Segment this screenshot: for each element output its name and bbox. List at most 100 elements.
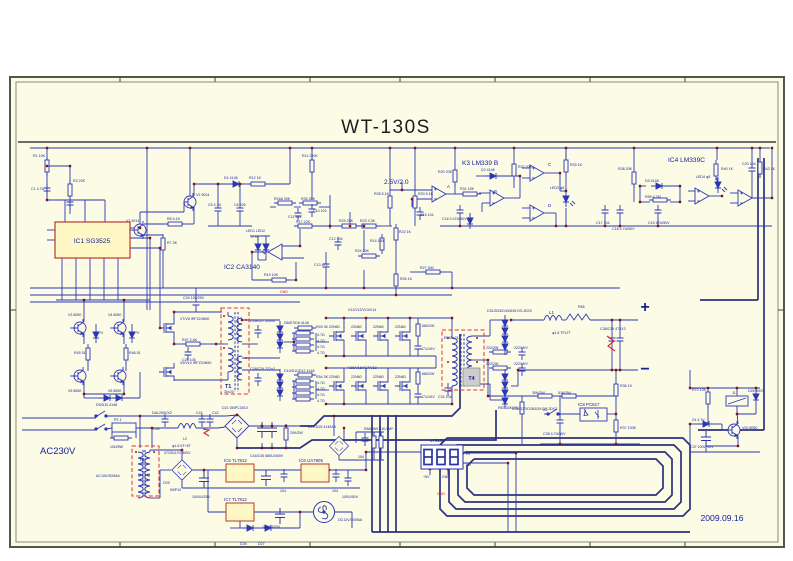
wire — [565, 313, 591, 321]
label-fan: DC12V/300MA — [338, 518, 363, 522]
junction-dot — [458, 224, 462, 228]
junction-dot — [410, 197, 414, 201]
junction-dot — [558, 442, 562, 446]
label-r47: R47 2.4K — [182, 338, 198, 342]
label-c471b: 471/1KV — [421, 395, 435, 399]
label-c47: 104 — [280, 489, 286, 493]
label-r29: R29 20K — [339, 219, 354, 223]
junction-dot — [754, 386, 758, 390]
junction-dots — [45, 146, 774, 514]
label-r32: R32 20K — [518, 165, 533, 169]
junction-dot — [82, 298, 86, 302]
junction-dot — [270, 446, 274, 450]
label-v1: V1 9014 — [126, 219, 139, 223]
label-r1: R1 10K — [33, 154, 46, 158]
junction-dot — [450, 316, 454, 320]
junction-dot — [362, 224, 366, 228]
label-cmp-c: C — [548, 162, 551, 167]
label-d3: D3 4148 — [645, 179, 659, 183]
reg2-body — [300, 463, 330, 483]
label-t4: T4 — [468, 376, 474, 382]
junction-dot — [638, 184, 642, 188]
junction-dot — [364, 468, 368, 472]
label-lo: LO — [466, 463, 471, 467]
junction-dot — [172, 310, 176, 314]
label-d910: D9/D10 4148 — [96, 403, 117, 407]
junction-dot — [324, 316, 328, 320]
label-r38: R38 20K — [618, 167, 633, 171]
label-r73: 10Ω/5W — [110, 445, 124, 449]
label-hilo: hi lo — [251, 235, 258, 239]
junction-dot — [45, 164, 49, 168]
junction-dot — [394, 293, 398, 297]
label-c42: C42 — [212, 411, 219, 415]
junction-dot — [45, 198, 49, 202]
label-c11: C11 103 — [288, 215, 301, 219]
junction-dot — [324, 286, 328, 290]
label-d27: D27 — [258, 542, 265, 546]
transformer-cores — [142, 312, 465, 494]
junction-dot — [216, 182, 220, 186]
junction-dot — [450, 286, 454, 290]
rt1-contact-box — [111, 422, 137, 433]
sheet-outer-border — [9, 76, 785, 548]
junction-dot — [324, 366, 328, 370]
junction-dot — [618, 318, 622, 322]
junction-dot — [328, 224, 332, 228]
label-c222a: 222/1KV — [514, 346, 528, 350]
label-r11: R11 220K — [302, 154, 318, 158]
junction-dot — [453, 146, 457, 150]
label-r45: R45 51 — [74, 351, 86, 355]
power-wire — [457, 451, 673, 503]
label-c12: C12 104 — [329, 237, 343, 241]
label-y2caps: 472/51LY2 400V — [164, 451, 191, 455]
label-r6869: R68/R69 51K/2W* — [364, 427, 394, 431]
junction-dot — [518, 174, 522, 178]
junction-dot — [150, 426, 154, 430]
junction-dot — [750, 146, 754, 150]
label-c51: 104 — [358, 455, 364, 459]
label-v4: V4 8050 — [108, 313, 121, 317]
label-led4: LED4 φ5 — [696, 175, 710, 179]
reg3-body — [225, 502, 255, 522]
seven-seg-display — [420, 444, 464, 470]
label-rt1: RT-1 — [114, 418, 122, 422]
junction-dot — [158, 326, 162, 330]
label-r222a: 222/2W — [486, 346, 499, 350]
label-r23: R23 3.3K — [360, 219, 376, 223]
label-r47o-5: 4.7Ω — [317, 381, 325, 385]
label-r35: R35 20K — [301, 197, 316, 201]
label-r27: R27 300 — [420, 266, 434, 270]
label-r6: R6 5.1K — [167, 217, 181, 221]
label-l2: L2 — [183, 437, 187, 441]
junction-dot — [332, 414, 336, 418]
label-bank2: V15/V16/V17/V18 — [348, 366, 377, 370]
junction-dot — [770, 196, 774, 200]
label-r14: R14 180 — [370, 239, 384, 243]
junction-dot — [122, 392, 126, 396]
label-r46: R46 51 — [129, 351, 141, 355]
label-led12: LED1 LED2 — [246, 229, 265, 233]
junction-dot — [238, 182, 242, 186]
label-zd: Z4 4.7V — [692, 418, 705, 422]
junction-dot — [506, 461, 510, 465]
junction-dot — [408, 316, 412, 320]
label-k2: K2 — [543, 408, 547, 412]
label-c53: 1000U/25V — [262, 525, 281, 529]
label-r47o-2: 4.7Ω — [317, 339, 325, 343]
label-hi: HI — [466, 452, 470, 456]
label-c17: C17 104 — [596, 221, 610, 225]
junction-dot — [614, 442, 618, 446]
label-r680a: 680/2W — [422, 324, 435, 328]
label-d28: D28 4007 — [748, 389, 764, 393]
junction-dot — [450, 402, 454, 406]
power-routing-wires — [237, 158, 765, 533]
label-c49: 100U/50V — [342, 495, 359, 499]
label-r72: R72 10K — [692, 388, 707, 392]
label-kbp10: KBP10 — [170, 488, 181, 492]
label-c16: C16 0.47U/50V — [442, 217, 467, 221]
junction-dot — [324, 354, 328, 358]
junction-dot — [138, 226, 142, 230]
label-c41: C41 — [196, 411, 203, 415]
